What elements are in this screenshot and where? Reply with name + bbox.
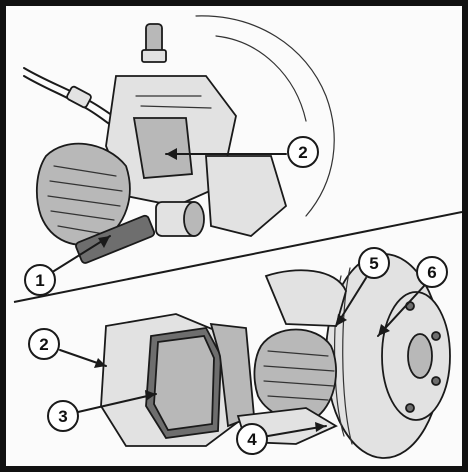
steering-knuckle-top bbox=[205, 155, 288, 237]
callout-circle-3 bbox=[47, 400, 79, 432]
callout-label-1: 1 bbox=[35, 271, 44, 290]
leader-line-1 bbox=[45, 235, 111, 277]
callout-circle-2-top bbox=[287, 136, 319, 168]
callout-label-4: 4 bbox=[247, 430, 257, 449]
brake-hose-edge bbox=[23, 75, 123, 133]
leader-arrow-2-bottom bbox=[94, 358, 106, 368]
callout-group-1: 1 bbox=[24, 235, 111, 296]
steering-knuckle-bottom bbox=[264, 269, 347, 327]
callout-group-3: 3 bbox=[47, 390, 157, 432]
wheel-arch-outline bbox=[195, 15, 335, 217]
wheel-stud-2 bbox=[431, 331, 441, 341]
callout-group-2-bottom: 2 bbox=[28, 328, 107, 368]
brake-diagram-illustration: 1 2 2 3 4 bbox=[13, 15, 462, 459]
bottom-panel bbox=[100, 253, 451, 459]
outer-pad-backing bbox=[153, 335, 215, 431]
callout-circle-4 bbox=[236, 423, 268, 455]
bolt-boss-end bbox=[183, 201, 205, 237]
cv-boot-ribs bbox=[47, 165, 123, 235]
hub-center bbox=[407, 333, 433, 379]
bleed-screw-base bbox=[141, 49, 167, 63]
caliper-detail-lines bbox=[135, 95, 212, 109]
wheel-arch-inner bbox=[215, 35, 307, 122]
guide-pin-bolt bbox=[75, 214, 156, 264]
leader-arrow-1 bbox=[98, 236, 110, 248]
leader-arrow-2-top bbox=[166, 148, 177, 160]
callout-label-3: 3 bbox=[58, 407, 67, 426]
wheel-stud-4 bbox=[405, 403, 415, 413]
leader-arrow-4 bbox=[315, 422, 326, 432]
callout-group-6: 6 bbox=[377, 256, 448, 337]
cv-boot-bottom bbox=[253, 328, 337, 421]
leader-arrow-5 bbox=[336, 314, 347, 326]
cv-boot-bottom-ribs bbox=[263, 350, 335, 401]
top-panel bbox=[23, 15, 335, 264]
hose-fitting bbox=[66, 85, 92, 109]
callout-circle-2-bottom bbox=[28, 328, 60, 360]
callout-group-2-top: 2 bbox=[165, 136, 319, 168]
callout-label-2-top: 2 bbox=[298, 143, 307, 162]
leader-arrow-3 bbox=[145, 390, 156, 401]
callout-label-2-bottom: 2 bbox=[39, 335, 48, 354]
leader-line-3 bbox=[77, 393, 157, 413]
wheel-stud-3 bbox=[431, 376, 441, 386]
callout-label-5: 5 bbox=[369, 254, 378, 273]
callout-label-6: 6 bbox=[427, 263, 436, 282]
caliper-piston-housing bbox=[132, 117, 193, 179]
callout-group-4: 4 bbox=[236, 422, 327, 455]
leader-arrow-6 bbox=[378, 324, 390, 336]
callout-circle-5 bbox=[358, 247, 390, 279]
callout-circle-1 bbox=[24, 264, 56, 296]
panel-divider-line bbox=[13, 211, 462, 303]
callout-circle-6 bbox=[416, 256, 448, 288]
callout-group-5: 5 bbox=[335, 247, 390, 327]
